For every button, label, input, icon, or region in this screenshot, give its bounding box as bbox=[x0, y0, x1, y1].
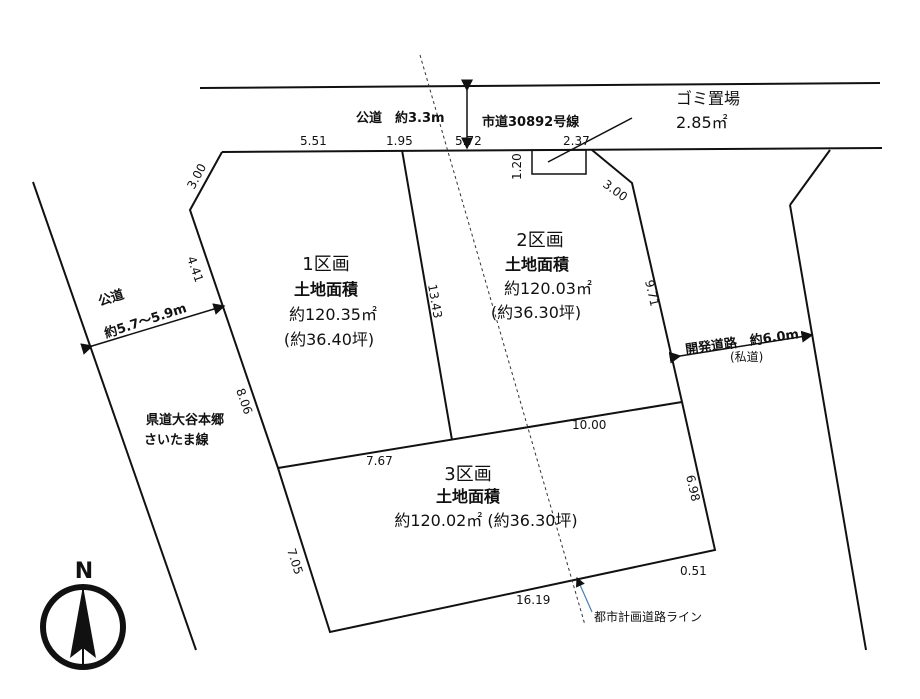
lot2-title: 土地面積 bbox=[505, 255, 570, 274]
west-public-road-label: 公道 bbox=[96, 287, 126, 310]
dim-corner-ne: 3.00 bbox=[600, 177, 630, 204]
garbage-leader bbox=[547, 117, 633, 163]
lot1-tsubo: (約36.40坪) bbox=[284, 330, 374, 349]
lot3-area: 約120.02㎡ (約36.30坪) bbox=[394, 511, 577, 530]
garbage-area-label: 2.85㎡ bbox=[676, 113, 728, 132]
private-road-label: (私道) bbox=[730, 350, 763, 364]
north-compass-icon bbox=[40, 584, 126, 670]
north-road-edge bbox=[199, 82, 881, 89]
divider-lot3 bbox=[277, 401, 683, 469]
east-road-corner bbox=[789, 149, 831, 206]
dim-divider-12: 13.43 bbox=[425, 283, 445, 319]
dim-east-2: 9.71 bbox=[642, 279, 662, 308]
garbage-label: ゴミ置場 bbox=[676, 89, 740, 108]
prefectural-road-label-2: さいたま線 bbox=[144, 432, 210, 448]
west-road-edge bbox=[32, 181, 197, 651]
lot2-tsubo: (約36.30坪) bbox=[491, 303, 581, 322]
dim-west-1: 4.41 bbox=[184, 254, 206, 284]
city-plan-road-line bbox=[419, 54, 586, 626]
garbage-depth-label: 1.20 bbox=[510, 153, 524, 180]
lot2-area: 約120.03㎡ bbox=[504, 279, 592, 298]
dim-top-2: 1.95 bbox=[386, 134, 413, 148]
city-plan-arrow bbox=[575, 576, 593, 613]
north-public-road-label: 公道 約3.3m bbox=[356, 110, 445, 126]
north-city-road-label: 市道30892号線 bbox=[482, 114, 580, 130]
west-road-width-arrow bbox=[80, 303, 226, 355]
dim-west-3: 7.05 bbox=[284, 547, 306, 577]
lot-outline bbox=[188, 149, 717, 634]
dim-top-4: 2.37 bbox=[563, 134, 590, 148]
east-road-edge bbox=[789, 204, 867, 651]
dim-divider-23: 10.00 bbox=[572, 418, 606, 432]
divider-lot1-lot2 bbox=[401, 149, 453, 441]
lot1-area: 約120.35㎡ bbox=[289, 305, 377, 324]
dim-corner-nw: 3.00 bbox=[184, 161, 209, 191]
garbage-area bbox=[531, 149, 587, 175]
dim-east-3: 6.98 bbox=[683, 474, 703, 503]
lot3-title: 土地面積 bbox=[436, 487, 501, 506]
dim-bottom: 16.19 bbox=[516, 593, 550, 607]
dim-se-small: 0.51 bbox=[680, 564, 707, 578]
city-plan-label: 都市計画道路ライン bbox=[594, 609, 702, 624]
east-road-width-arrow bbox=[668, 330, 814, 364]
dim-divider-13: 7.67 bbox=[366, 454, 393, 468]
lot3-name: 3区画 bbox=[444, 464, 491, 485]
prefectural-road-label-1: 県道大谷本郷 bbox=[146, 412, 224, 428]
lot1-name: 1区画 bbox=[302, 254, 349, 275]
lot2-name: 2区画 bbox=[516, 230, 563, 251]
dim-top-1: 5.51 bbox=[300, 134, 327, 148]
lot1-title: 土地面積 bbox=[294, 280, 359, 299]
dim-top-3: 5.72 bbox=[455, 134, 482, 148]
north-label: N bbox=[75, 559, 93, 584]
